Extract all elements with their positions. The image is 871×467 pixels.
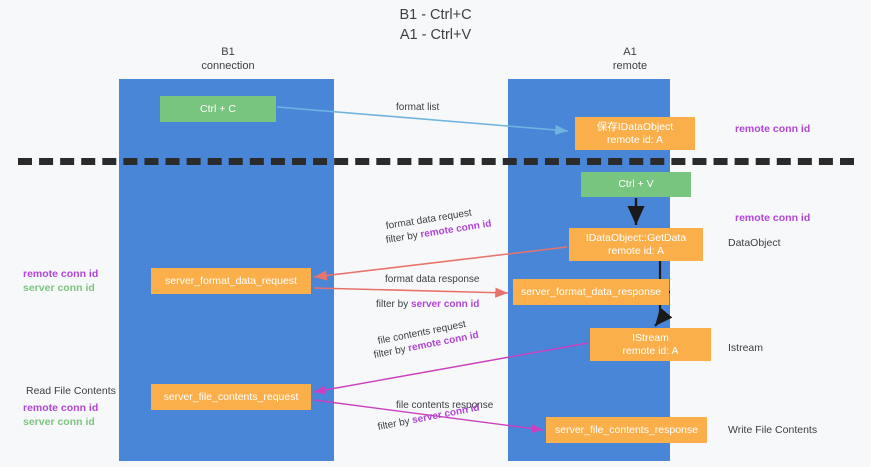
node-server-format-data-response-label: server_format_data_response (520, 285, 662, 298)
side-label-left-remote-conn-id-2: remote conn id (23, 402, 99, 414)
node-getdata-line-2: remote id: A (607, 244, 665, 257)
node-server-file-contents-request[interactable]: server_file_contents_request (151, 384, 311, 410)
side-label-left-remote-conn-id: remote conn id (23, 268, 99, 280)
diagram-title: B1 - Ctrl+C A1 - Ctrl+V (0, 6, 871, 45)
node-getdata[interactable]: IDataObject::GetData remote id: A (569, 228, 703, 261)
node-data-object-line-2: remote id: A (606, 133, 664, 146)
side-label-left-server-conn-id-2: server conn id (23, 415, 95, 428)
side-label-remote-conn-id-top: remote conn id (735, 123, 811, 135)
node-istream-line-2: remote id: A (622, 344, 679, 357)
side-label-left-server-conn-id: server conn id (23, 281, 95, 294)
column-header-a1: A1 remote (560, 46, 700, 74)
node-server-format-data-request-label: server_format_data_request (165, 274, 297, 287)
column-header-b1-sub: connection (201, 59, 255, 72)
filter-prefix: filter by (376, 299, 412, 310)
side-label-write-file-contents: Write File Contents (728, 424, 818, 436)
diagram-title-line-2: A1 - Ctrl+V (399, 26, 472, 43)
column-header-b1-name: B1 (221, 46, 235, 58)
node-server-file-contents-request-label: server_file_contents_request (163, 390, 299, 403)
filter-server-conn-id: server conn id (411, 299, 480, 310)
side-label-remote-conn-id-mid: remote conn id (735, 212, 811, 224)
edge-label-format-list: format list (396, 102, 440, 113)
node-server-format-data-request[interactable]: server_format_data_request (151, 268, 311, 294)
node-istream[interactable]: IStream remote id: A (590, 328, 711, 361)
column-header-a1-sub: remote (612, 59, 648, 72)
node-server-format-data-response[interactable]: server_format_data_response (513, 279, 669, 305)
filter-prefix: filter by (376, 415, 414, 433)
node-data-object[interactable]: 保存IDataObject remote id: A (575, 117, 695, 150)
section-divider (18, 158, 854, 165)
node-data-object-line-1: 保存IDataObject (596, 120, 674, 133)
node-ctrl-c-label: Ctrl + C (200, 102, 236, 115)
node-server-file-contents-response-label: server_file_contents_response (554, 423, 698, 436)
diagram-title-line-1: B1 - Ctrl+C (399, 7, 472, 23)
edge-format-data-response (313, 287, 509, 298)
side-label-istream: Istream (728, 342, 764, 354)
side-label-left-conn-ids-upper: remote conn id server conn id (23, 268, 98, 295)
column-header-a1-name: A1 (623, 46, 637, 58)
node-istream-line-1: IStream (632, 331, 669, 344)
edge-label-file-contents-response: file contents response (396, 400, 494, 411)
column-header-b1: B1 connection (158, 46, 298, 74)
node-ctrl-v-label: Ctrl + V (618, 178, 654, 191)
node-getdata-line-1: IDataObject::GetData (585, 231, 687, 244)
node-ctrl-c[interactable]: Ctrl + C (160, 96, 276, 122)
side-label-read-file-contents: Read File Contents (26, 385, 116, 397)
node-ctrl-v[interactable]: Ctrl + V (581, 172, 691, 197)
edge-label-format-data-response-filter: filter by server conn id (376, 298, 479, 312)
side-label-dataobject: DataObject (728, 237, 781, 249)
node-server-file-contents-response[interactable]: server_file_contents_response (546, 417, 707, 443)
edge-label-format-data-response: format data response (385, 274, 480, 285)
side-label-left-conn-ids-lower: remote conn id server conn id (23, 402, 98, 429)
